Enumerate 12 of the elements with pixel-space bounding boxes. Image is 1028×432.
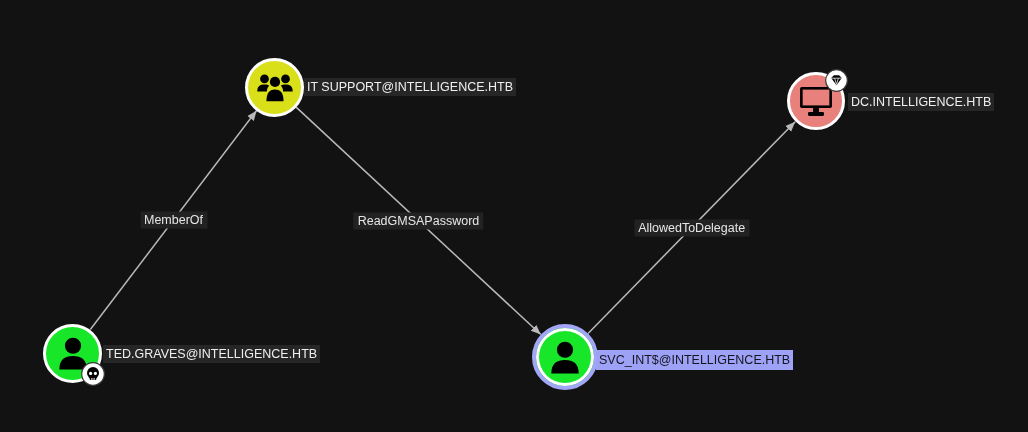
user-node (532, 324, 598, 390)
node-label: DC.INTELLIGENCE.HTB (848, 92, 995, 111)
node-label: IT SUPPORT@INTELLIGENCE.HTB (304, 78, 517, 96)
arrow (89, 109, 258, 331)
arrow (295, 106, 542, 336)
node-label: SVC_INT$@INTELLIGENCE.HTB (596, 350, 794, 370)
node-label: TED.GRAVES@INTELLIGENCE.HTB (103, 345, 321, 363)
group-node (245, 57, 304, 117)
edge-label: ReadGMSAPassword (353, 212, 484, 230)
arrow (587, 121, 796, 335)
edge-label: MemberOf (140, 211, 207, 229)
edge-label: AllowedToDelegate (634, 219, 750, 237)
